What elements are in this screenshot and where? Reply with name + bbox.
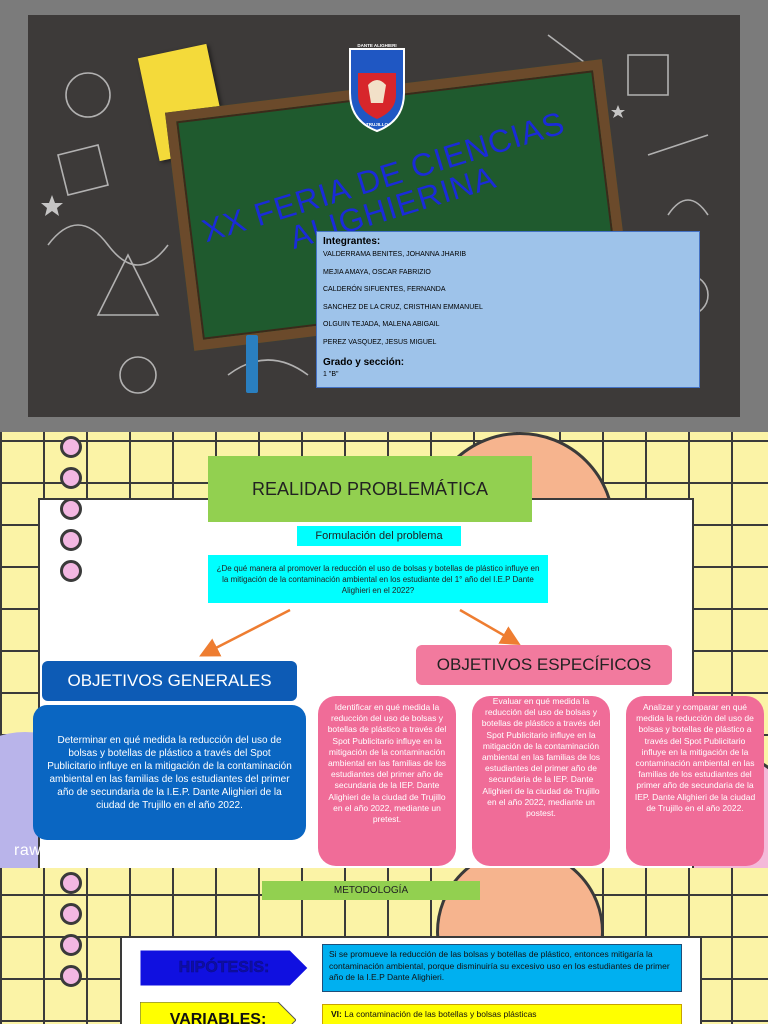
notebook-rings [60, 436, 90, 591]
ring-icon [60, 498, 82, 520]
specific-objective-card: Analizar y comparar en qué medida la red… [626, 696, 764, 866]
member-name: SANCHEZ DE LA CRUZ, CRISTHIAN EMMANUEL [323, 303, 483, 311]
hypothesis-tag: HIPÓTESIS: [140, 950, 308, 986]
formulation-label: Formulación del problema [297, 526, 461, 546]
member-name: CALDERÓN SIFUENTES, FERNANDA [323, 286, 446, 293]
crest-bottom-text: TRUJILLO [366, 122, 388, 127]
member-name: MEJIA AMAYA, OSCAR FABRIZIO [323, 268, 431, 276]
ring-icon [60, 903, 82, 925]
ring-icon [60, 965, 82, 987]
variables-label: VARIABLES: [169, 1011, 267, 1024]
ring-icon [60, 872, 82, 894]
vi-text: La contaminación de las botellas y bolsa… [344, 1009, 537, 1019]
specific-objective-card: Identificar en qué medida la reducción d… [318, 696, 456, 866]
members-header: Integrantes: [323, 236, 381, 247]
specific-objectives-title: OBJETIVOS ESPECÍFICOS [416, 645, 672, 685]
general-objectives-title: OBJETIVOS GENERALES [42, 661, 297, 701]
member-name: OLGUIN TEJADA, MALENA ABIGAIL [323, 321, 440, 328]
arrows-icon [199, 608, 521, 657]
ring-icon [60, 436, 82, 458]
general-objective-text: Determinar en qué medida la reducción de… [33, 705, 306, 840]
specific-objective-card: Evaluar en qué medida la reducción del u… [472, 696, 610, 866]
pencil-decoration [246, 335, 258, 393]
arrow-tag-icon [140, 1002, 296, 1024]
member-name: VALDERRAMA BENITES, JOHANNA JHARIB [323, 251, 467, 258]
variables-tag: VARIABLES: [140, 1002, 296, 1024]
ring-icon [60, 529, 82, 551]
hypothesis-label: HIPÓTESIS: [178, 959, 270, 977]
arrow-tag-icon [140, 950, 308, 986]
ring-icon [60, 560, 82, 582]
slide-title: DANTE ALIGHIERI TRUJILLO XX FERIA DE CIE… [0, 0, 768, 432]
slide-methodology: METODOLOGÍA HIPÓTESIS: Si se promueve la… [0, 868, 768, 1024]
notebook-rings [60, 872, 90, 996]
slide-problem: REALIDAD PROBLEMÁTICA Formulación del pr… [0, 432, 768, 868]
grade-value: 1 "B" [323, 371, 339, 378]
school-crest-icon [349, 48, 405, 133]
vi-prefix: VI: [331, 1009, 342, 1019]
methodology-title: METODOLOGÍA [262, 881, 480, 900]
member-name: PEREZ VASQUEZ, JESUS MIGUEL [323, 338, 437, 346]
ring-icon [60, 934, 82, 956]
variables-box: VI: La contaminación de las botellas y b… [322, 1004, 682, 1024]
hypothesis-text: Si se promueve la reducción de las bolsa… [322, 944, 682, 992]
crest-top-text: DANTE ALIGHIERI [357, 43, 397, 48]
problem-title: REALIDAD PROBLEMÁTICA [208, 456, 532, 522]
watermark: rawpixel [14, 842, 77, 859]
members-box: Integrantes: VALDERRAMA BENITES, JOHANNA… [316, 231, 700, 388]
problem-question: ¿De qué manera al promover la reducción … [208, 555, 548, 603]
grade-header: Grado y sección: [323, 357, 405, 368]
ring-icon [60, 467, 82, 489]
